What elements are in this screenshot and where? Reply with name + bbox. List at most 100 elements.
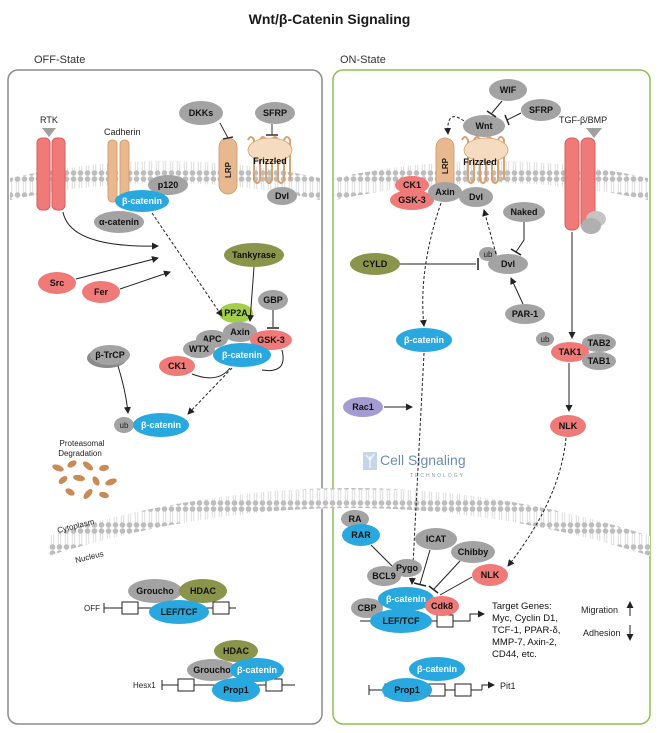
nlk-inhibits-bcat (439, 576, 473, 596)
svg-text:PP2A: PP2A (224, 308, 248, 318)
svg-text:APC: APC (202, 334, 222, 344)
target-genes-line-5: CD44, etc. (492, 649, 537, 660)
axin-node-off: Axin (223, 322, 257, 342)
svg-text:PAR-1: PAR-1 (512, 309, 538, 319)
diagram-title: Wnt/β-Catenin Signaling (249, 11, 411, 27)
fer-arrow (119, 270, 171, 290)
ra-node: RA (341, 510, 369, 528)
svg-text:Migration: Migration (581, 605, 618, 615)
dvl-ub-to-dvl-arrow (482, 209, 497, 255)
tgf-receptor (564, 128, 606, 234)
pygo-node: Pygo (392, 559, 422, 577)
dvl-ub-node: Dvl (488, 254, 528, 274)
svg-text:WTX: WTX (189, 344, 209, 354)
svg-text:Prop1: Prop1 (223, 685, 249, 695)
src-arrow (75, 256, 159, 280)
rtk-to-complex-arrow (62, 211, 159, 250)
svg-text:CK1: CK1 (168, 361, 186, 371)
target-genes-line-1: Target Genes: (492, 601, 552, 612)
bcat-to-nucleus-arrow (408, 352, 425, 585)
svg-text:GSK-3: GSK-3 (257, 335, 285, 345)
lef-tcf-node-off: LEF/TCF (149, 600, 209, 624)
svg-text:Chibby: Chibby (458, 547, 489, 557)
axin-to-bcat-dashed (419, 202, 442, 327)
svg-text:β-catenin: β-catenin (404, 335, 444, 345)
prop1-node-off: Prop1 (212, 678, 260, 702)
svg-text:β-TrCP: β-TrCP (95, 350, 125, 360)
nlk-node-nuclear: NLK (472, 564, 508, 586)
alpha-catenin-node: α-catenin (94, 211, 144, 233)
target-genes-line-3: TCF-1, PPAR-δ, (492, 625, 560, 636)
sfrp-node-off: SFRP (255, 102, 295, 124)
svg-text:BCL9: BCL9 (372, 571, 396, 581)
svg-text:α-catenin: α-catenin (99, 217, 139, 227)
wif-inhibits-wnt (491, 100, 503, 114)
svg-text:HDAC: HDAC (223, 646, 249, 656)
complex-to-ub-arrow (187, 367, 233, 415)
target-genes-list: Target Genes: Myc, Cyclin D1, TCF-1, PPA… (492, 601, 560, 660)
svg-text:RA: RA (349, 514, 362, 524)
gbp-node: GBP (258, 290, 288, 310)
gene-off-label: OFF (84, 604, 100, 613)
gsk3-node-on: GSK-3 (390, 190, 434, 210)
icat-inhibits (419, 549, 431, 585)
beta-catenin-ub-node: β-catenin (133, 413, 189, 437)
svg-text:Wnt: Wnt (476, 121, 493, 131)
svg-text:HDAC: HDAC (190, 586, 216, 596)
svg-text:GSK-3: GSK-3 (398, 195, 426, 205)
sfrp-node-on: SFRP (521, 99, 561, 121)
svg-text:Naked: Naked (510, 207, 537, 217)
ub-tag-on: ub (479, 247, 497, 261)
on-state-label: ON-State (340, 54, 386, 66)
dkks-inhibits-lrp (219, 122, 229, 139)
svg-text:NLK: NLK (481, 570, 500, 580)
membrane-catenin-release-arrow (151, 212, 223, 317)
svg-text:NLK: NLK (559, 421, 578, 431)
svg-text:Cell Signaling: Cell Signaling (380, 452, 466, 468)
tgf-label: TGF-β/BMP (559, 115, 607, 125)
svg-text:ub: ub (484, 250, 493, 259)
svg-text:β-catenin: β-catenin (222, 350, 262, 360)
axin-node-on: Axin (428, 182, 462, 202)
nuclear-envelope (48, 488, 650, 556)
svg-text:ICAT: ICAT (426, 534, 447, 544)
src-node: Src (38, 272, 76, 294)
tab1-node: TAB1 (582, 352, 616, 370)
svg-text:Frizzled: Frizzled (253, 156, 287, 166)
svg-text:WIF: WIF (500, 85, 517, 95)
svg-text:LEF/TCF: LEF/TCF (161, 607, 198, 617)
rar-to-bcl9-line (370, 544, 395, 569)
svg-text:β-catenin: β-catenin (386, 594, 426, 604)
svg-text:GBP: GBP (263, 295, 283, 305)
btrcp-to-ub-arrow (117, 365, 131, 414)
beta-catenin-prop1-on: β-catenin (409, 657, 465, 681)
dvl-node-off: Dvl (267, 187, 297, 205)
nlk-node: NLK (550, 415, 586, 437)
complex-loop-left (191, 367, 231, 379)
svg-text:ub: ub (120, 421, 129, 430)
hesx1-label: Hesx1 (133, 681, 156, 690)
svg-text:Adhesion: Adhesion (583, 628, 621, 638)
svg-text:LEF/TCF: LEF/TCF (383, 616, 420, 626)
hdac-node-off: HDAC (179, 579, 227, 603)
svg-text:Rac1: Rac1 (352, 402, 374, 412)
svg-text:Src: Src (50, 278, 65, 288)
svg-text:Groucho: Groucho (193, 665, 231, 675)
rac1-node: Rac1 (343, 397, 383, 417)
svg-text:Dvl: Dvl (275, 191, 289, 201)
svg-text:Frizzled: Frizzled (463, 157, 497, 167)
svg-text:Tankyrase: Tankyrase (232, 250, 276, 260)
par1-to-dvl-arrow (510, 277, 524, 305)
bcl9-node: BCL9 (367, 566, 401, 586)
naked-inhibits-dvl (515, 222, 525, 253)
svg-text:Axin: Axin (230, 327, 250, 337)
prop1-node-on: Prop1 (382, 678, 432, 702)
dkks-node: DKKs (179, 101, 223, 125)
svg-text:CBP: CBP (357, 603, 376, 613)
svg-text:β-catenin: β-catenin (237, 665, 277, 675)
svg-text:SFRP: SFRP (529, 105, 553, 115)
dvl-node-on: Dvl (459, 187, 493, 207)
ck1-node-on: CK1 (395, 176, 429, 194)
tankyrase-to-axin-arrow (246, 266, 255, 322)
